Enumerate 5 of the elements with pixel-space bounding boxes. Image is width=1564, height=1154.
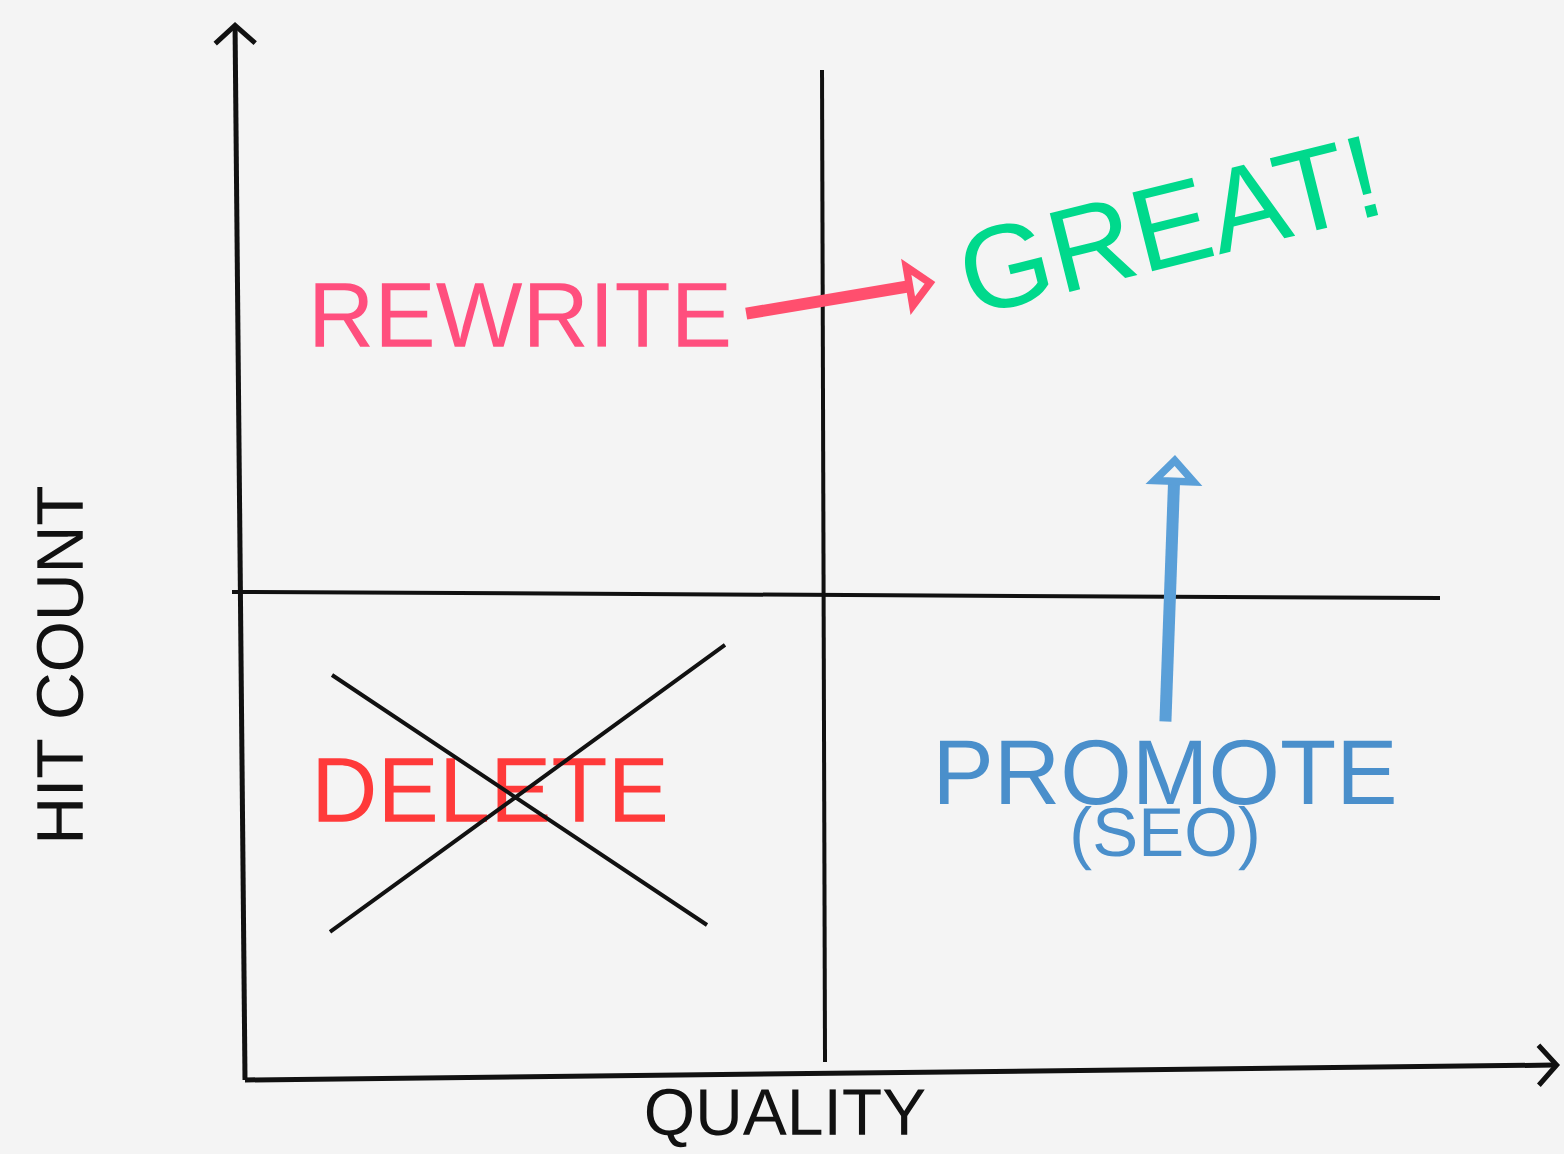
- quadrant-label: PROMOTE (SEO): [940, 739, 1394, 871]
- axis-label: QUALITY: [646, 1088, 925, 1148]
- quadrant-label: GREAT!: [965, 136, 1379, 308]
- axis-label: HIT COUNT: [36, 486, 84, 840]
- quadrant-label: REWRITE: [315, 283, 729, 347]
